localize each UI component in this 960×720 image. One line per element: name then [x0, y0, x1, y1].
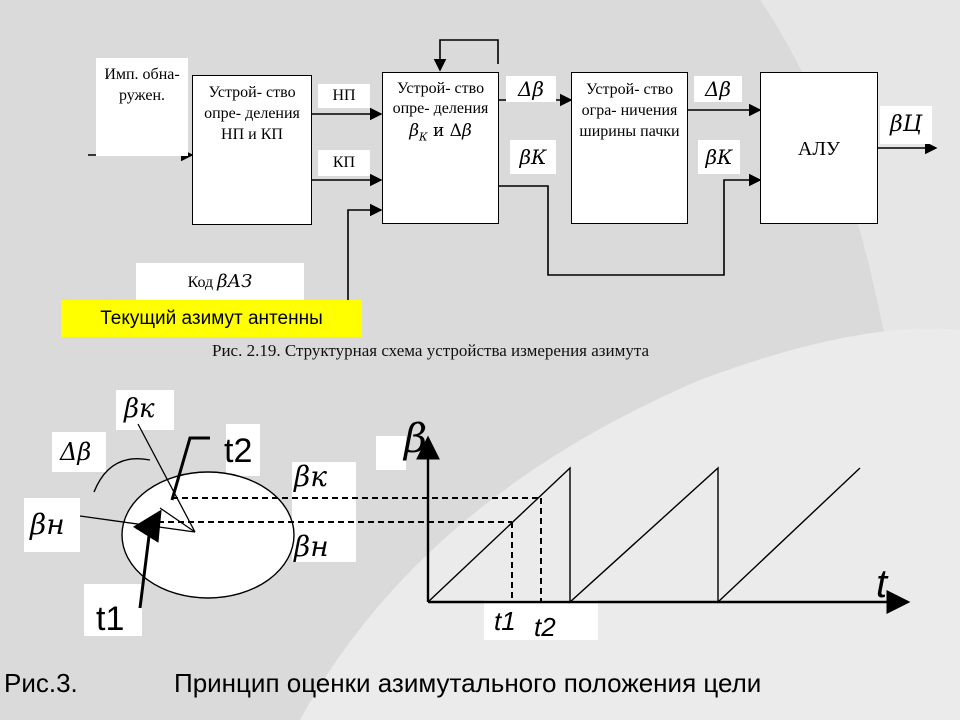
limit-device-block: Устрой- ство огра- ничения ширины пачки [571, 72, 688, 224]
beta-k-label-2: βК [698, 140, 740, 174]
beta-n-mid-text: βн [294, 530, 329, 563]
t-axis-text: t [876, 562, 888, 606]
code-block: Код βАЗ [136, 263, 304, 301]
kp-text: КП [332, 154, 356, 171]
beta-n-left-text: βн [30, 508, 65, 541]
beta-device-formula: βК и Δβ [409, 121, 472, 144]
beta-n-mid-label: βн [294, 530, 329, 563]
alu-block: АЛУ [760, 72, 878, 224]
beta-n-left-label: βн [30, 508, 65, 541]
beta-k-text-2: βК [705, 145, 733, 169]
np-text: НП [332, 87, 356, 104]
limit-device-label: Устрой- ство огра- ничения ширины пачки [579, 81, 680, 140]
t1-big-label: t1 [96, 600, 124, 639]
t1-axis-text: t1 [494, 606, 516, 636]
delta-beta-label-1: Δβ [506, 76, 556, 102]
beta-axis-text: β [404, 416, 428, 462]
t2-big-label: t2 [224, 432, 252, 471]
delta-beta-left-text: Δβ [60, 438, 92, 466]
t-axis-label: t [876, 562, 887, 607]
np-kp-device-block: Устрой- ство опре- деления НП и КП [192, 75, 312, 225]
delta-beta-left-label: Δβ [60, 438, 91, 466]
figure-3-number: Рис.3. [4, 668, 78, 698]
beta-k-top-label: βк [124, 394, 155, 424]
beta-device-block: Устрой- ство опре- деления βК и Δβ [382, 72, 499, 224]
and-text: и [432, 121, 445, 141]
beta-k-label-1: βК [510, 140, 556, 174]
delta-beta-text-1: Δβ [517, 77, 544, 101]
delta-beta-label-2: Δβ [694, 76, 742, 102]
code-text: Код [187, 274, 214, 291]
t1-big-text: t1 [96, 600, 125, 638]
figure-2-19-caption: Рис. 2.19. Структурная схема устройства … [212, 341, 650, 360]
beta-c-text: βЦ [890, 112, 922, 137]
np-kp-device-label: Устрой- ство опре- деления НП и КП [204, 84, 300, 143]
azimuth-principle-diagram [24, 390, 911, 640]
t2-axis-label: t2 [534, 612, 556, 643]
beta-k-top-text: βк [124, 394, 155, 424]
beta-axis-label: β [404, 416, 427, 462]
detector-label: Имп. обна- ружен. [104, 66, 180, 104]
kp-signal-label: КП [318, 150, 370, 176]
np-signal-label: НП [318, 84, 370, 108]
delta-beta-text-2: Δβ [704, 77, 731, 101]
antenna-azimuth-highlight: Текущий азимут антенны [61, 300, 362, 337]
t2-axis-text: t2 [534, 612, 556, 642]
beta-az-text: βАЗ [217, 271, 253, 292]
beta-k-text-1: βК [519, 145, 547, 169]
t2-big-text: t2 [224, 432, 253, 470]
beta-k-mid-label: βк [294, 460, 327, 493]
beta-device-label: Устрой- ство опре- деления [392, 80, 489, 117]
t1-axis-label: t1 [494, 606, 516, 637]
alu-label: АЛУ [797, 138, 841, 160]
beta-c-label: βЦ [880, 106, 932, 144]
detector-block: Имп. обна- ружен. [96, 58, 188, 156]
beta-k-mid-text: βк [294, 460, 327, 493]
figure-3-caption: Принцип оценки азимутального положения ц… [174, 668, 762, 698]
